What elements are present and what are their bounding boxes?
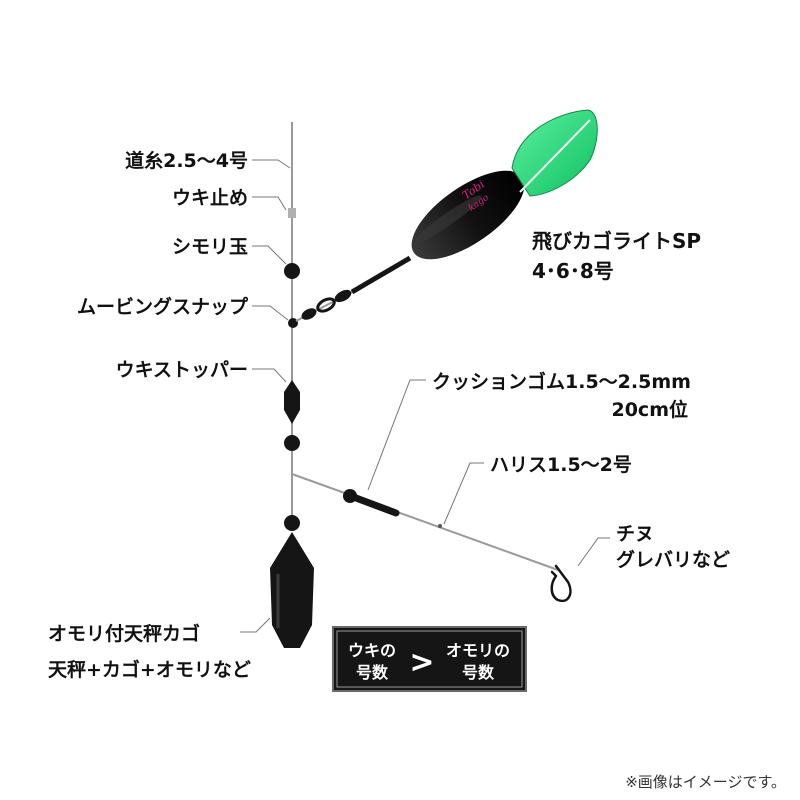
box-left-line1: ウキの [348,641,396,660]
shimori-bead [284,263,300,279]
label-moving-snap: ムービングスナップ [77,295,249,318]
basket-top-bead [284,515,300,531]
box-left-line2: 号数 [356,663,389,682]
footnote: ※画像はイメージです。 [625,773,786,791]
box-operator: > [409,645,434,680]
moving-snap-ring [288,318,298,328]
float-stop-knot [288,208,296,218]
leader-line [291,473,559,571]
comparison-box: ウキの 号数 > オモリの 号数 [332,626,527,692]
label-leader: ハリス1.5～2号 [490,454,632,476]
cushion-rubber [352,494,400,517]
label-target-fish-2: グレバリなど [616,548,730,571]
label-sinker-basket-alt: 天秤+カゴ+オモリなど [48,658,251,681]
leader-knot [438,524,442,528]
float-fin [511,109,598,197]
box-right-line1: オモリの [446,641,510,660]
box-right-line2: 号数 [462,663,495,682]
label-cushion-rubber: クッションゴム1.5～2.5mm [432,370,691,393]
swivel [295,289,353,322]
label-target-fish-1: チヌ [616,523,654,545]
label-main-line: 道糸2.5～4号 [125,149,248,172]
float-stopper [284,380,300,424]
lower-bead [284,435,300,451]
label-shimori-bead: シモリ玉 [172,236,248,258]
label-float-stopper: ウキストッパー [116,359,248,381]
label-cushion-length: 20cm位 [611,398,688,421]
sinker-basket [270,532,314,648]
label-float-stop: ウキ止め [172,187,248,209]
float-body [411,170,525,260]
callout-lines [240,159,610,633]
float-fin-center [519,119,591,193]
label-float-sizes: 4･6･8号 [532,259,614,283]
float-stem [350,255,412,295]
hook [550,564,572,603]
label-sinker-basket: オモリ付天秤カゴ [48,622,200,645]
label-float-name: 飛びカゴライトSP [532,229,701,253]
